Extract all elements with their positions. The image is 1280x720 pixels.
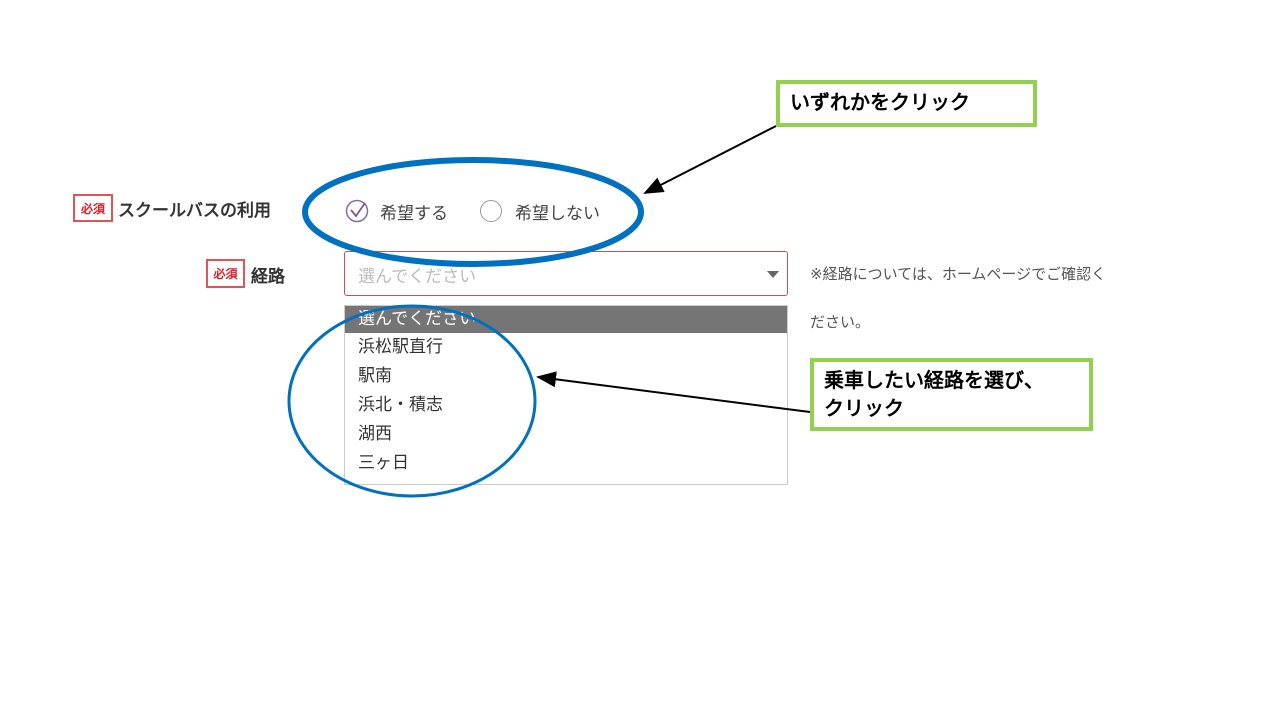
chevron-down-icon <box>767 271 779 278</box>
school-bus-label: スクールバスの利用 <box>118 201 271 221</box>
check-radio-icon <box>345 199 369 223</box>
arrow-to-options <box>536 371 811 413</box>
callout-select-radio: いずれかをクリック <box>776 80 1037 127</box>
radio-want-label[interactable]: 希望する <box>380 204 448 224</box>
route-option[interactable]: 三ヶ日 <box>358 453 409 473</box>
route-note-line1: ※経路については、ホームページでご確認く <box>810 265 1107 283</box>
route-option[interactable]: 浜北・積志 <box>358 395 443 415</box>
callout-text-line1: 乗車したい経路を選び、 <box>824 368 1044 392</box>
callout-text-line2: クリック <box>824 396 904 420</box>
highlight-ellipse-options <box>287 304 537 498</box>
arrow-to-radios <box>643 125 777 194</box>
route-label: 経路 <box>251 267 285 287</box>
route-option[interactable]: 湖西 <box>358 424 392 444</box>
callout-select-route: 乗車したい経路を選び、 クリック <box>810 358 1093 431</box>
route-option[interactable]: 選んでください <box>345 306 787 333</box>
route-option[interactable]: 浜松駅直行 <box>358 337 443 357</box>
required-badge: 必須 <box>206 259 245 288</box>
radio-want[interactable] <box>345 198 371 224</box>
route-note-line2: ださい。 <box>810 313 871 331</box>
required-badge: 必須 <box>73 194 113 222</box>
route-option[interactable]: 駅南 <box>358 366 392 386</box>
radio-not-want[interactable] <box>480 200 502 222</box>
callout-text: いずれかをクリック <box>790 90 970 114</box>
highlight-ellipse-radios <box>302 157 644 267</box>
route-dropdown-list: 選んでください 浜松駅直行 駅南 浜北・積志 湖西 三ヶ日 <box>344 305 788 485</box>
route-select-placeholder: 選んでください <box>358 267 477 287</box>
radio-not-want-label[interactable]: 希望しない <box>515 204 600 224</box>
